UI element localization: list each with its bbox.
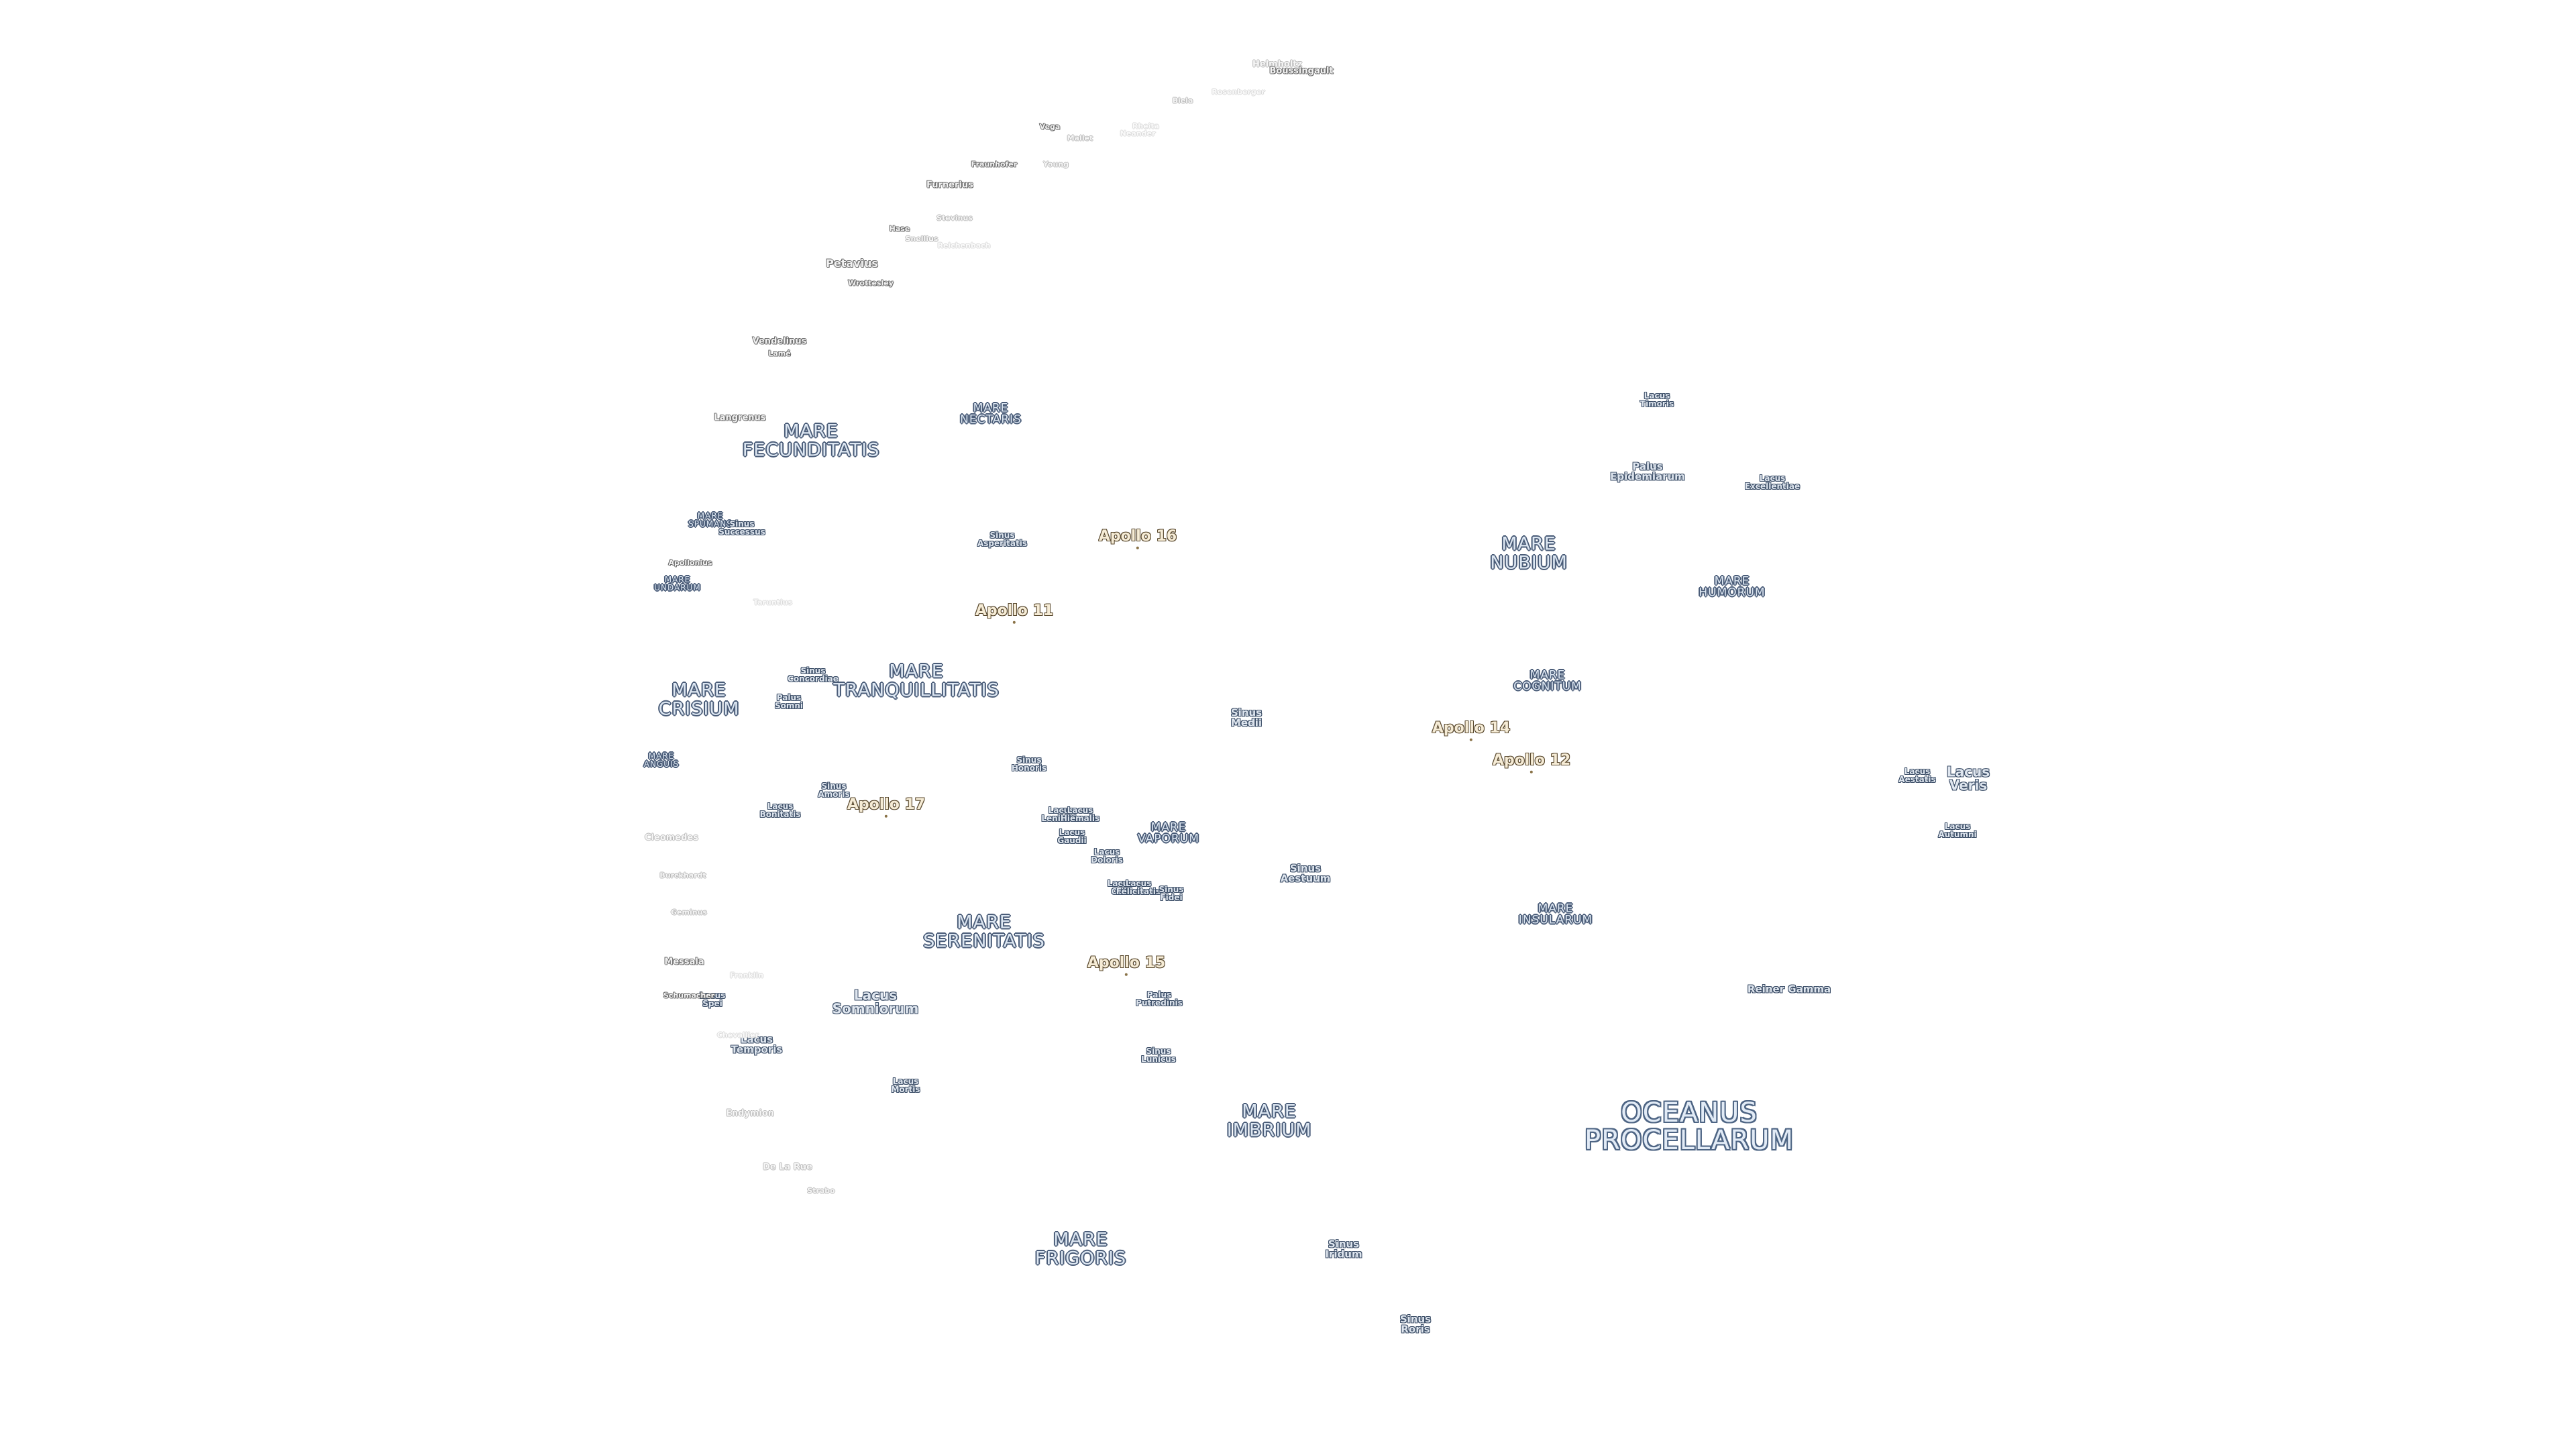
stevinus-label[interactable]: Stevinus <box>936 213 973 223</box>
hase-label[interactable]: Hase <box>889 224 910 233</box>
apollonius-label[interactable]: Apollonius <box>668 558 712 568</box>
apollo-15-marker[interactable]: Apollo 15 <box>1087 954 1166 977</box>
lame-label[interactable]: Lamé <box>768 349 791 358</box>
lacus-somniorum-label[interactable]: Lacus Somniorum <box>832 987 919 1017</box>
lacus-hiemalis-label[interactable]: Lacus Hiemalis <box>1060 805 1100 823</box>
franklin-label[interactable]: Franklin <box>729 971 764 980</box>
mare-crisium-label[interactable]: MARE CRISIUM <box>658 680 740 719</box>
petavius-label[interactable]: Petavius <box>826 256 878 270</box>
burckhardt-label[interactable]: Burckhardt <box>659 871 706 880</box>
sinus-roris-label[interactable]: Sinus Roris <box>1399 1313 1432 1336</box>
mare-nectaris-label[interactable]: MARE NECTARIS <box>960 401 1022 427</box>
mare-tranquillitatis-label[interactable]: MARE TRANQUILLITATIS <box>833 661 1000 700</box>
mare-cognitum-label[interactable]: MARE COGNITUM <box>1513 668 1582 694</box>
sinus-medii-label[interactable]: Sinus Medii <box>1230 706 1263 729</box>
lacus-timoris-label[interactable]: Lacus Timoris <box>1640 390 1674 409</box>
lacus-bonitatis-label[interactable]: Lacus Bonitatis <box>759 801 801 819</box>
lacus-aestatis-label[interactable]: Lacus Aestatis <box>1898 766 1936 784</box>
furnerius-label[interactable]: Furnerius <box>926 180 973 191</box>
geminus-label[interactable]: Geminus <box>671 908 707 917</box>
mallet-label[interactable]: Mallet <box>1067 133 1093 143</box>
lacus-spei-label[interactable]: Lacus Spei <box>699 990 726 1008</box>
lacus-autumni-label[interactable]: Lacus Autumni <box>1938 821 1977 839</box>
lacus-temporis-label[interactable]: Lacus Temporis <box>731 1033 783 1056</box>
snellius-label[interactable]: Snellius <box>905 234 938 244</box>
mare-undarum-label[interactable]: MARE UNDARUM <box>654 574 701 592</box>
sinus-iridum-label[interactable]: Sinus Iridum <box>1325 1238 1362 1260</box>
reichenbach-label[interactable]: Reichenbach <box>937 241 991 250</box>
sinus-concordiae-label[interactable]: Sinus Concordiae <box>788 665 839 684</box>
mare-serenitatis-label[interactable]: MARE SERENITATIS <box>923 912 1045 951</box>
lacus-veris-label[interactable]: Lacus Veris <box>1946 763 1990 794</box>
lacus-doloris-label[interactable]: Lacus Doloris <box>1091 847 1123 865</box>
palus-epidemiarum-label[interactable]: Palus Epidemiarum <box>1610 460 1685 483</box>
mare-insularum-label[interactable]: MARE INSULARUM <box>1518 902 1593 927</box>
chevallier-label[interactable]: Chevallier <box>716 1030 759 1040</box>
lacus-lenitatis-label[interactable]: Lacus Lenitatis <box>1041 805 1081 823</box>
mare-fecunditatis-label[interactable]: MARE FECUNDITATIS <box>742 421 880 460</box>
schumacher-label[interactable]: Schumacher <box>663 991 715 1000</box>
fraunhofer-label[interactable]: Fraunhofer <box>971 160 1018 169</box>
apollo-14-marker[interactable]: Apollo 14 <box>1432 719 1511 742</box>
taruntius-label[interactable]: Taruntius <box>753 598 793 607</box>
sinus-fidei-label[interactable]: Sinus Fidei <box>1159 884 1184 902</box>
oceanus-procellarum-label[interactable]: OCEANUS PROCELLARUM <box>1584 1097 1794 1156</box>
apollo-12-marker[interactable]: Apollo 12 <box>1492 751 1571 774</box>
sinus-lunicus-label[interactable]: Sinus Lunicus <box>1141 1046 1176 1064</box>
boussingault-label[interactable]: Boussingault <box>1269 66 1334 76</box>
cleomedes-label[interactable]: Cleomedes <box>645 833 698 843</box>
helmholtz-label[interactable]: Helmholtz <box>1252 59 1303 70</box>
mare-humorum-label[interactable]: MARE HUMORUM <box>1699 574 1766 600</box>
mare-anguis-label[interactable]: MARE ANGUIS <box>643 751 680 769</box>
messala-label[interactable]: Messala <box>664 957 704 967</box>
reiner-gamma-label[interactable]: Reiner Gamma <box>1747 983 1831 996</box>
apollo-16-marker[interactable]: Apollo 16 <box>1098 527 1177 550</box>
lacus-felicitatis-label[interactable]: Lacus Felicitatis <box>1116 878 1161 896</box>
apollo-17-marker[interactable]: Apollo 17 <box>847 796 926 818</box>
mare-frigoris-label[interactable]: MARE FRIGORIS <box>1034 1229 1127 1269</box>
apollo-11-marker[interactable]: Apollo 11 <box>975 602 1054 625</box>
rheita-label[interactable]: Rheita <box>1132 121 1160 131</box>
palus-putredinis-label[interactable]: Palus Putredinis <box>1136 989 1183 1008</box>
young-label[interactable]: Young <box>1042 160 1069 169</box>
de-la-rue-label[interactable]: De La Rue <box>763 1162 812 1173</box>
sinus-asperitatis-label[interactable]: Sinus Asperitatis <box>977 530 1028 548</box>
wrottesley-label[interactable]: Wrottesley <box>848 278 894 288</box>
mare-spumans-label[interactable]: MARE SPUMANS <box>688 511 733 529</box>
lacus-gaudii-label[interactable]: Lacus Gaudii <box>1057 827 1087 845</box>
rosenberger-label[interactable]: Rosenberger <box>1212 87 1265 97</box>
langrenus-label[interactable]: Langrenus <box>714 413 766 423</box>
neander-label[interactable]: Neander <box>1120 129 1156 138</box>
mare-imbrium-label[interactable]: MARE IMBRIUM <box>1226 1101 1312 1140</box>
vega-label[interactable]: Vega <box>1039 122 1061 131</box>
lacus-odii-label[interactable]: Lacus Odii <box>1107 878 1134 896</box>
sinus-amoris-label[interactable]: Sinus Amoris <box>818 781 850 799</box>
sinus-honoris-label[interactable]: Sinus Honoris <box>1011 755 1047 773</box>
lacus-mortis-label[interactable]: Lacus Mortis <box>891 1076 920 1094</box>
vendelinus-label[interactable]: Vendelinus <box>752 336 807 347</box>
mare-vaporum-label[interactable]: MARE VAPORUM <box>1138 820 1199 846</box>
lacus-excellentiae-label[interactable]: Lacus Excellentiae <box>1744 473 1801 491</box>
sinus-successus-label[interactable]: Sinus Successus <box>718 519 765 537</box>
sinus-aestuum-label[interactable]: Sinus Aestuum <box>1280 862 1331 885</box>
mare-nubium-label[interactable]: MARE NUBIUM <box>1490 533 1568 573</box>
biela-label[interactable]: Biela <box>1172 96 1193 105</box>
endymion-label[interactable]: Endymion <box>725 1108 775 1119</box>
palus-somni-label[interactable]: Palus Somni <box>774 692 804 710</box>
strabo-label[interactable]: Strabo <box>807 1186 835 1195</box>
